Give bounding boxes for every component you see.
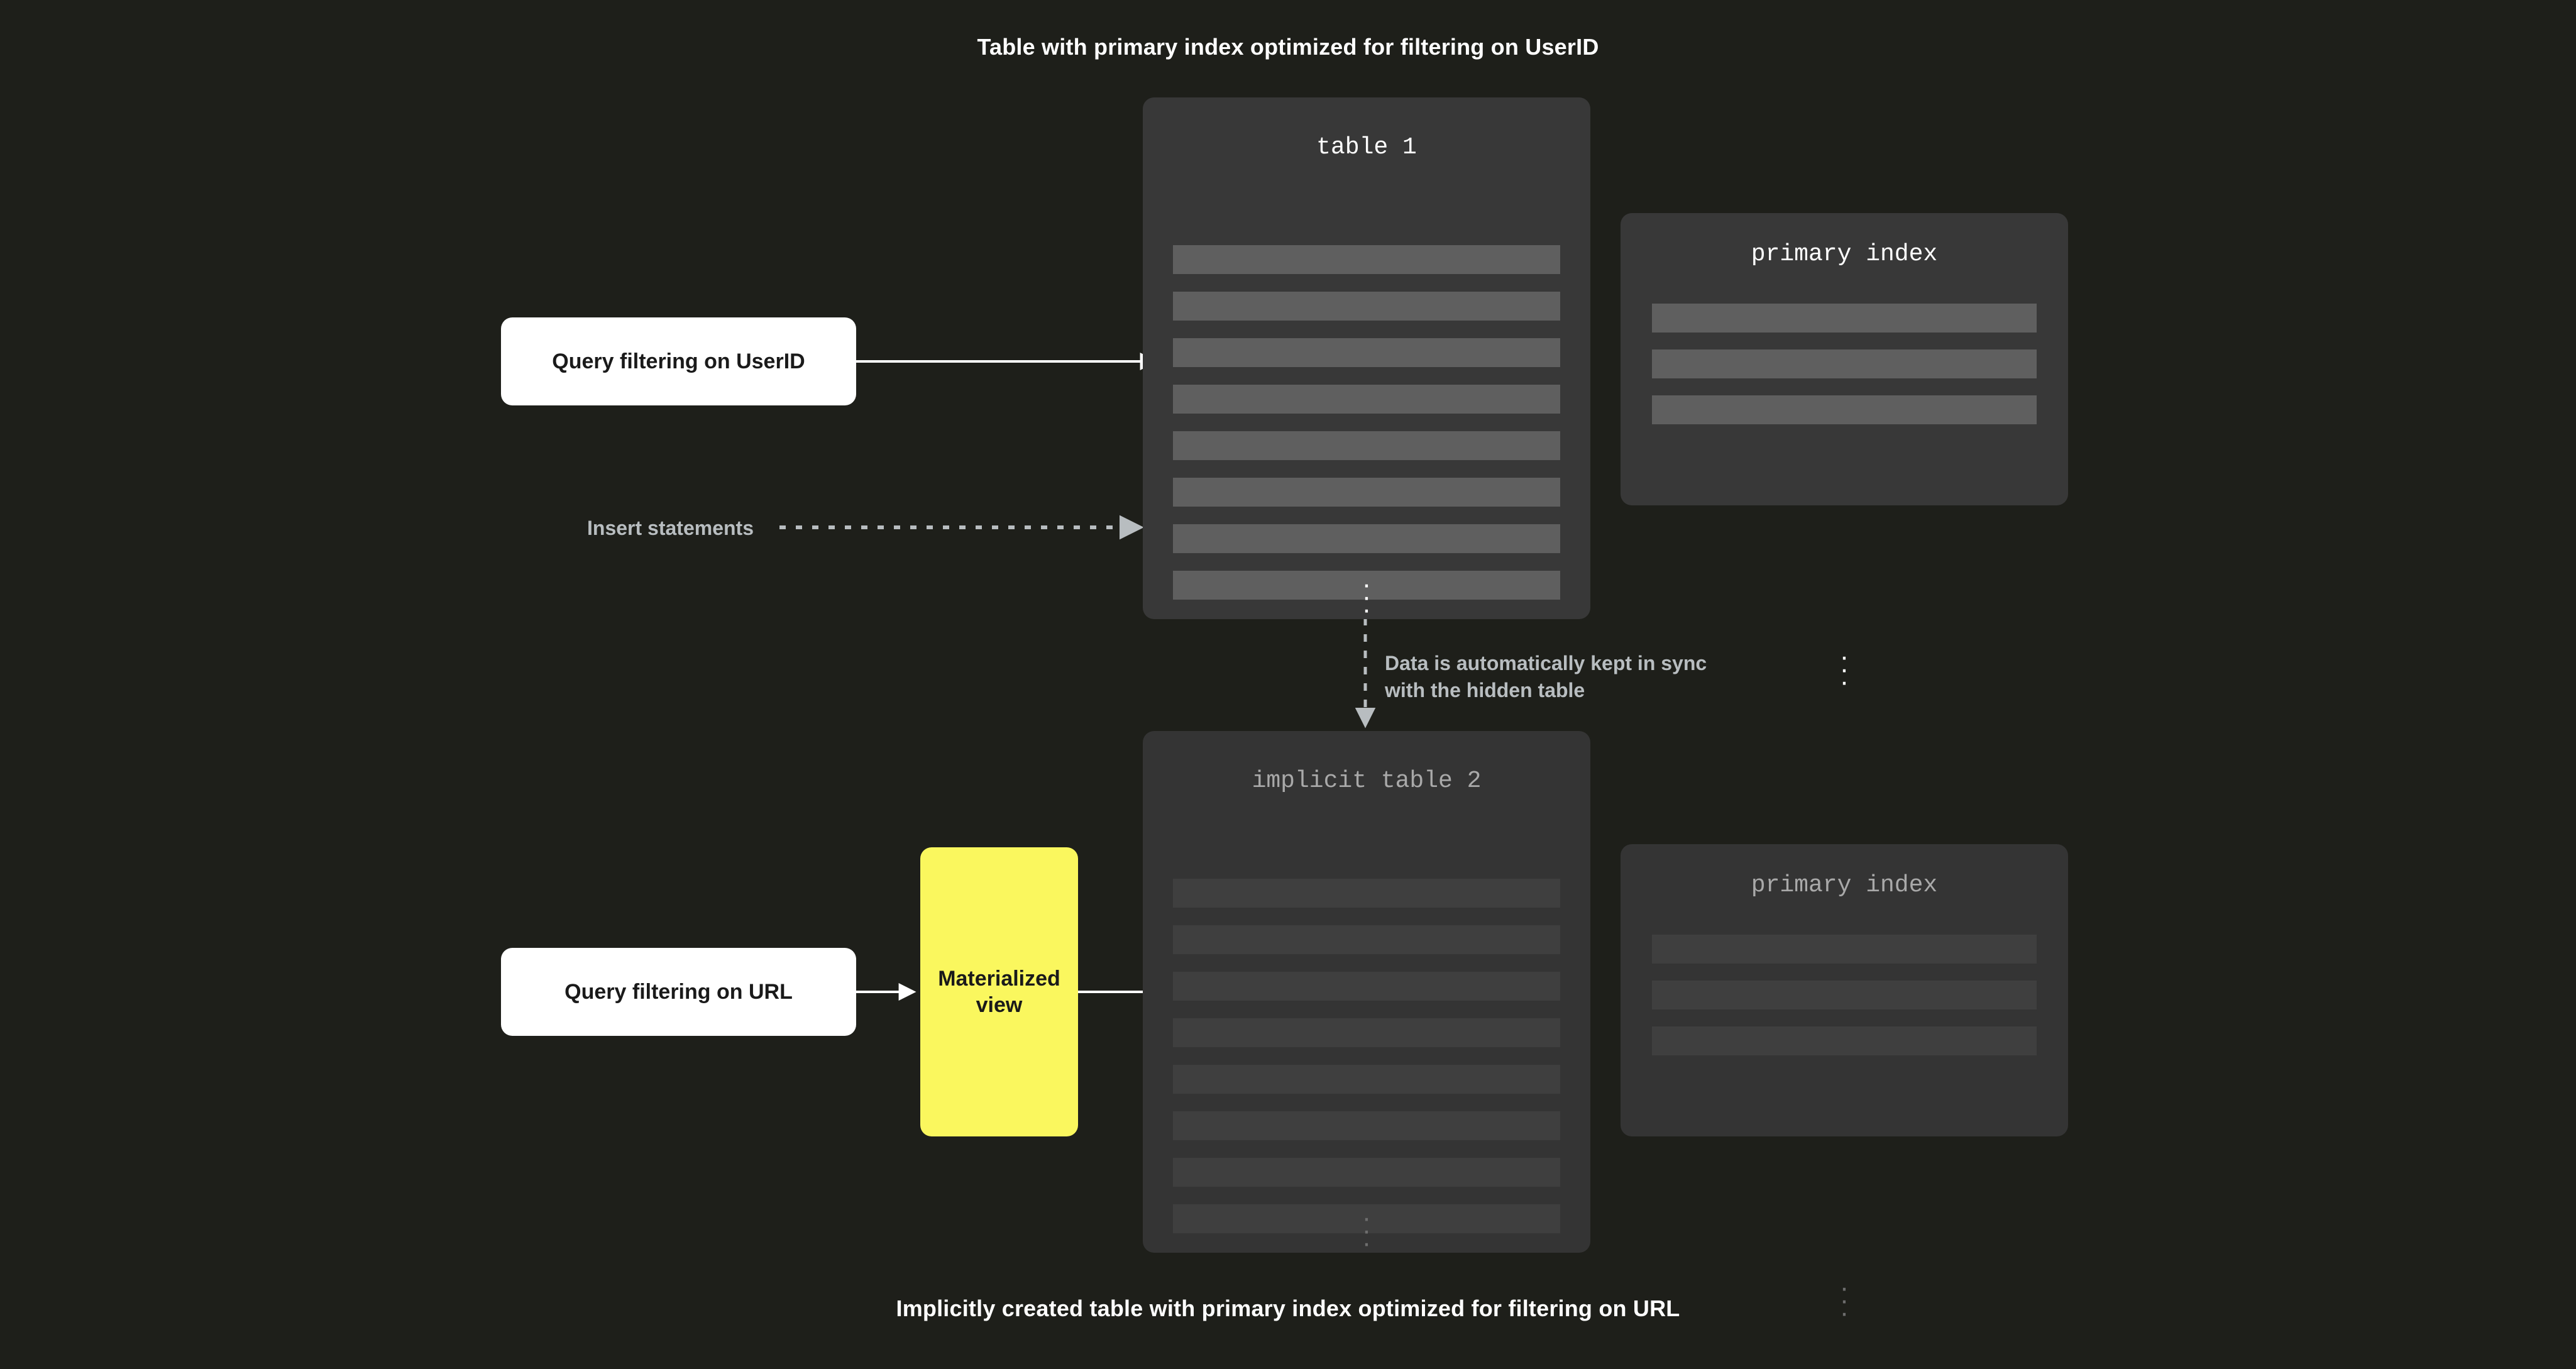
- primary-index-bottom-rows: [1621, 935, 2068, 1055]
- implicit-table-2-ellipsis: · · ·: [1143, 1204, 1590, 1258]
- table-row: [1173, 571, 1560, 600]
- table-row: [1652, 935, 2037, 964]
- primary-index-bottom-ellipsis: · · ·: [1621, 1274, 2068, 1328]
- ellipsis-dot: ·: [1839, 1297, 1849, 1328]
- query-filtering-url-label: Query filtering on URL: [564, 979, 793, 1004]
- primary-index-top-card: primary index · · ·: [1621, 213, 2068, 695]
- ellipsis-dot: ·: [1362, 593, 1372, 625]
- sync-note-line-1: Data is automatically kept in sync: [1385, 652, 1707, 674]
- bottom-caption: Implicitly created table with primary in…: [896, 1295, 1680, 1321]
- primary-index-bottom-card: primary index · · ·: [1621, 844, 2068, 1326]
- table-row: [1173, 1111, 1560, 1140]
- table-row: [1173, 879, 1560, 908]
- table-row: [1173, 431, 1560, 460]
- materialized-view-label-line-2: view: [976, 993, 1023, 1017]
- table-1-title: table 1: [1316, 134, 1417, 161]
- ellipsis-dot: ·: [1839, 666, 1849, 697]
- table-1-ellipsis: · · ·: [1143, 571, 1590, 625]
- table-row: [1173, 292, 1560, 321]
- table-row: [1173, 338, 1560, 367]
- table-row: [1173, 245, 1560, 274]
- top-caption: Table with primary index optimized for f…: [977, 34, 1599, 60]
- table-row: [1173, 972, 1560, 1001]
- primary-index-top-title: primary index: [1751, 241, 1938, 268]
- primary-index-top-ellipsis: · · ·: [1621, 643, 2068, 697]
- query-filtering-url-box[interactable]: Query filtering on URL: [501, 948, 856, 1036]
- table-row: [1652, 981, 2037, 1009]
- materialized-view-label-line-1: Materialized: [938, 966, 1060, 991]
- implicit-table-2-rows: [1143, 879, 1590, 1233]
- table-row: [1652, 349, 2037, 378]
- sync-note: Data is automatically kept in sync with …: [1385, 650, 1775, 703]
- sync-note-line-2: with the hidden table: [1385, 678, 1585, 701]
- table-1-rows: [1143, 245, 1590, 600]
- table-row: [1652, 395, 2037, 424]
- primary-index-bottom-title: primary index: [1751, 872, 1938, 899]
- implicit-table-2-card: implicit table 2 · · ·: [1143, 731, 1590, 1258]
- table-row: [1173, 1158, 1560, 1187]
- table-row: [1173, 1204, 1560, 1233]
- table-1-card: table 1 · · ·: [1143, 97, 1590, 625]
- table-row: [1652, 1026, 2037, 1055]
- table-row: [1173, 524, 1560, 553]
- ellipsis-dot: ·: [1362, 1227, 1372, 1258]
- table-row: [1173, 385, 1560, 414]
- table-row: [1173, 1018, 1560, 1047]
- primary-index-top-rows: [1621, 304, 2068, 424]
- query-filtering-userid-box[interactable]: Query filtering on UserID: [501, 317, 856, 405]
- table-row: [1173, 1065, 1560, 1094]
- table-row: [1173, 925, 1560, 954]
- table-row: [1652, 304, 2037, 333]
- table-row: [1173, 478, 1560, 507]
- implicit-table-2-title: implicit table 2: [1252, 767, 1482, 794]
- query-filtering-userid-label: Query filtering on UserID: [552, 349, 805, 373]
- insert-statements-label: Insert statements: [587, 517, 754, 539]
- materialized-view-box[interactable]: Materialized view: [920, 847, 1078, 1136]
